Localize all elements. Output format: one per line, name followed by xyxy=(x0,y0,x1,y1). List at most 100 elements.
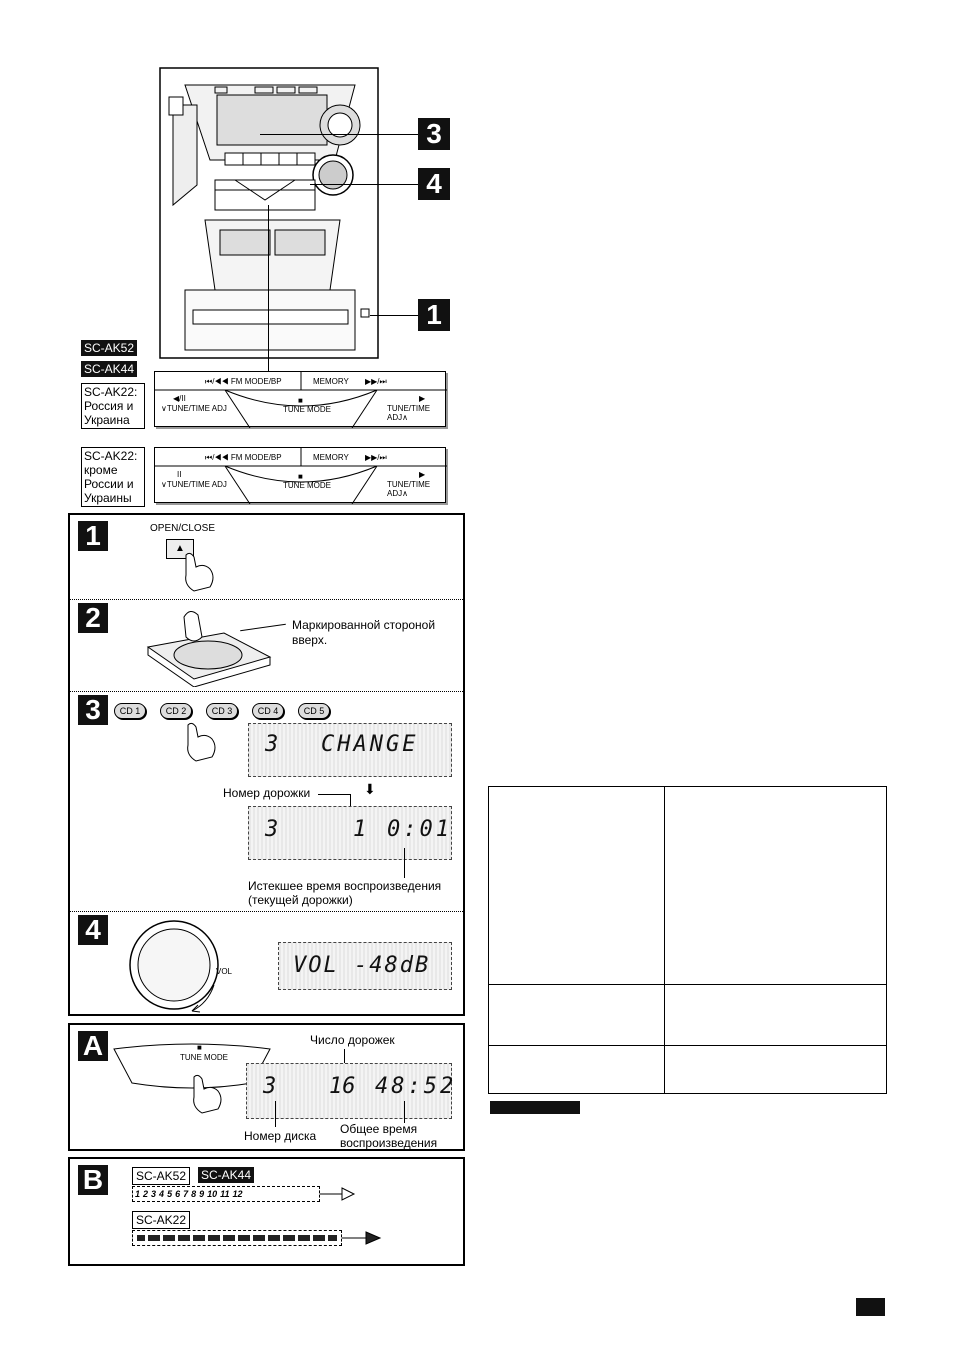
track-grid-ak52: 1 2 3 4 5 6 7 8 9 10 11 12 xyxy=(132,1186,320,1202)
cd1-button[interactable]: CD 1 xyxy=(114,703,146,719)
play-pause-label: ◀/II xyxy=(173,394,186,403)
play-label: ▶ xyxy=(419,394,426,403)
open-close-label: OPEN/CLOSE xyxy=(150,523,216,534)
table-row-divider xyxy=(489,1045,886,1046)
tune-mode-label: TUNE MODE xyxy=(283,405,331,414)
separator xyxy=(70,599,463,600)
lcd-track-count: 16 xyxy=(329,1074,356,1099)
tune-up-label: TUNE/TIME ADJ∧ xyxy=(387,480,431,498)
track-3: 3 xyxy=(151,1189,157,1199)
skip-fwd-label: ▶▶/⏭ xyxy=(365,453,387,462)
separator xyxy=(70,911,463,912)
stop-icon: ■ xyxy=(197,1043,202,1052)
lcd-disc-number: 3 xyxy=(263,1074,277,1099)
track-9: 9 xyxy=(199,1189,205,1199)
section-b-panel: B SC-AK52 SC-AK44 1 2 3 4 5 6 7 8 9 10 1… xyxy=(68,1157,465,1266)
disc-leader xyxy=(275,1101,276,1127)
skip-back-fm-label: ⏮/◀◀ FM MODE/BP xyxy=(205,377,282,386)
callout-3: 3 xyxy=(418,118,450,150)
tray-to-panel-line xyxy=(268,205,269,375)
table-footnote-bar xyxy=(490,1101,580,1114)
section-b-letter: B xyxy=(78,1165,108,1195)
marked-side-up-note: Маркированной стороной вверх. xyxy=(292,618,436,647)
hand-pointer-icon xyxy=(193,1074,222,1114)
track-count-leader xyxy=(344,1049,345,1075)
total-time-label: Общее время воспроизведения xyxy=(340,1122,438,1150)
panel-shape xyxy=(155,448,447,504)
lcd-volume-text: VOL -48dB xyxy=(293,953,431,978)
memory-label: MEMORY xyxy=(313,453,349,462)
callout-line-3 xyxy=(260,134,420,135)
play-label: ▶ xyxy=(419,470,426,479)
lcd-disc-summary: 3 16 48:52 xyxy=(246,1063,453,1119)
track-5: 5 xyxy=(167,1189,173,1199)
step-3-number: 3 xyxy=(78,695,108,725)
disc-tray-illustration xyxy=(146,611,272,687)
lcd-disc-number: 3 xyxy=(265,817,279,842)
stop-icon: ■ xyxy=(298,472,303,481)
lcd-disc-number: 3 xyxy=(265,732,279,757)
disc-number-label: Номер диска xyxy=(244,1129,317,1143)
track-12: 12 xyxy=(232,1189,243,1199)
cd2-button[interactable]: CD 2 xyxy=(160,703,192,719)
info-table xyxy=(488,786,887,1094)
track-number-label: Номер дорожки xyxy=(223,786,311,800)
hand-pointer-icon xyxy=(187,722,216,762)
skip-back-fm-label: ⏮/◀◀ FM MODE/BP xyxy=(205,453,282,462)
stop-icon: ■ xyxy=(298,396,303,405)
elapsed-time-label: Истекшее время воспроизведения (текущей … xyxy=(248,879,442,907)
total-leader xyxy=(404,1101,405,1123)
steps-panel: 1 OPEN/CLOSE ▲ 2 Маркированной стороной … xyxy=(68,513,465,1016)
track-bar-ak22 xyxy=(132,1230,342,1246)
tune-down-label: ∨TUNE/TIME ADJ xyxy=(161,480,227,489)
model-badge-ak52: SC-AK52 xyxy=(81,340,138,356)
separator xyxy=(70,691,463,692)
tune-up-label: TUNE/TIME ADJ∧ xyxy=(387,404,431,422)
step-4-number: 4 xyxy=(78,915,108,945)
track-10: 10 xyxy=(207,1189,218,1199)
stereo-unit-illustration xyxy=(159,67,379,359)
track-8: 8 xyxy=(191,1189,197,1199)
panel-shape xyxy=(155,372,447,428)
track-4: 4 xyxy=(159,1189,165,1199)
track-2: 2 xyxy=(143,1189,149,1199)
down-arrow-icon: ⬇ xyxy=(364,781,376,797)
callout-line-4 xyxy=(310,184,420,185)
control-panel-other: ⏮/◀◀ FM MODE/BP MEMORY ▶▶/⏭ II ∨TUNE/TIM… xyxy=(154,447,447,504)
eject-icon: ▲ xyxy=(175,543,185,554)
lcd-volume: VOL -48dB xyxy=(278,942,452,990)
lcd-change-text: CHANGE xyxy=(321,732,419,757)
lcd-change: 3 CHANGE xyxy=(248,723,452,777)
step-2-number: 2 xyxy=(78,603,108,633)
track-7: 7 xyxy=(183,1189,189,1199)
model-badge-ak44: SC-AK44 xyxy=(198,1167,255,1183)
skip-fwd-label: ▶▶/⏭ xyxy=(365,377,387,386)
region-label-ru: SC-AK22: Россия и Украина xyxy=(81,383,145,429)
volume-knob-illustration[interactable] xyxy=(118,917,228,1015)
tune-mode-label: TUNE MODE xyxy=(180,1053,228,1062)
cd5-button[interactable]: CD 5 xyxy=(298,703,330,719)
model-badge-ak22: SC-AK22 xyxy=(132,1211,191,1229)
more-tracks-arrow-icon xyxy=(342,1231,382,1245)
lcd-total-time: 48:52 xyxy=(375,1074,457,1099)
table-col-divider xyxy=(664,787,665,1093)
cd4-button[interactable]: CD 4 xyxy=(252,703,284,719)
tune-mode-label: TUNE MODE xyxy=(283,481,331,490)
vol-label: VOL xyxy=(216,967,233,976)
section-a-letter: A xyxy=(78,1031,108,1061)
track-count-label: Число дорожек xyxy=(310,1033,395,1047)
cd3-button[interactable]: CD 3 xyxy=(206,703,238,719)
section-a-panel: A ■ TUNE MODE Число дорожек 3 16 48:52 Н… xyxy=(68,1023,465,1151)
hand-pointer-icon xyxy=(185,552,214,592)
page-number-block xyxy=(856,1298,885,1316)
callout-1: 1 xyxy=(418,299,450,331)
track-11: 11 xyxy=(220,1189,230,1199)
callout-4: 4 xyxy=(418,168,450,200)
control-panel-ru: ⏮/◀◀ FM MODE/BP MEMORY ▶▶/⏭ ◀/II ∨TUNE/T… xyxy=(154,371,447,428)
elapsed-leader xyxy=(404,848,405,878)
track-1: 1 xyxy=(135,1189,141,1199)
tune-down-label: ∨TUNE/TIME ADJ xyxy=(161,404,227,413)
pause-label: II xyxy=(177,470,182,479)
callout-line-1 xyxy=(370,315,420,316)
lcd-track-time: 3 1 0:01 xyxy=(248,806,452,860)
